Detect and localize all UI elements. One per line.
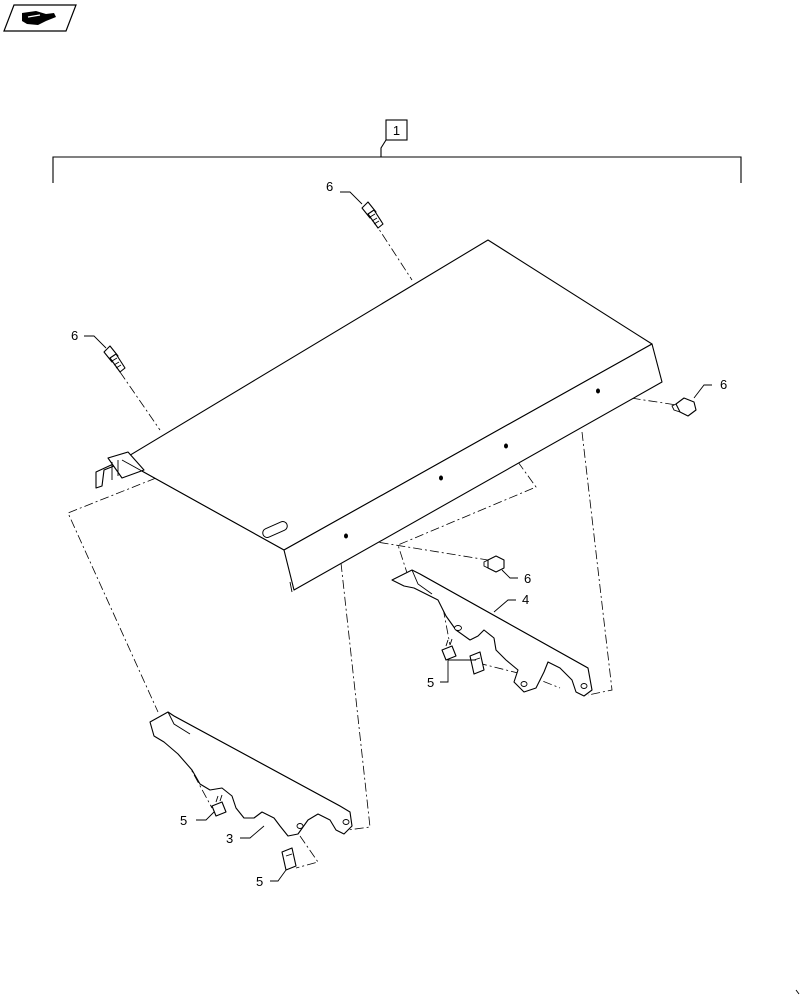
clip-right-a <box>441 638 457 661</box>
book-hand-icon[interactable] <box>3 4 77 32</box>
clip-left-lower <box>281 847 297 871</box>
bolt-top <box>361 201 384 229</box>
bolt-front <box>483 555 505 573</box>
assembly-item-box: 1 <box>385 119 408 141</box>
clip-right-b <box>469 651 485 675</box>
callout-clip-left-upper: 5 <box>180 813 187 828</box>
callout-bolt-left: 6 <box>71 328 78 343</box>
callout-bracket-right: 4 <box>522 592 529 607</box>
bracket-left <box>149 711 353 837</box>
cover-panel <box>95 239 663 593</box>
assembly-item-label: 1 <box>393 123 400 138</box>
assembly-lines <box>67 219 691 869</box>
callout-clip-left-lower: 5 <box>256 874 263 889</box>
callout-bracket-left: 3 <box>226 831 233 846</box>
bolt-left <box>103 345 126 373</box>
leader-lines <box>84 191 712 882</box>
bolt-right <box>671 397 697 417</box>
corner-mark <box>795 989 800 995</box>
callout-clip-right: 5 <box>427 675 434 690</box>
assembly-bracket <box>52 139 742 183</box>
callout-bolt-top: 6 <box>326 179 333 194</box>
callout-bolt-right: 6 <box>720 377 727 392</box>
clip-left-upper <box>211 794 227 817</box>
bracket-right <box>391 569 593 697</box>
callout-bolt-front: 6 <box>524 571 531 586</box>
